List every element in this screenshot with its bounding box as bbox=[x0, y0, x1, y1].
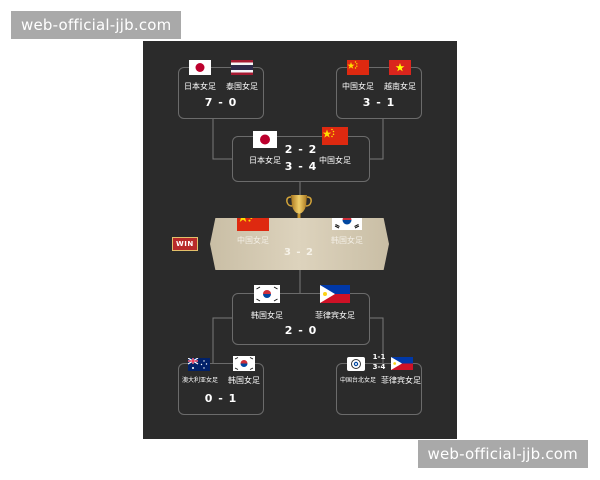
china-flag-icon bbox=[237, 218, 269, 231]
bracket-poster: 日本女足 泰国女足 7 - 0 中国女足 越南女足 3 - 1 日本女足 中国女… bbox=[143, 41, 457, 439]
team-name-home: 中国女足 bbox=[237, 236, 269, 245]
team-name-away: 菲律宾女足 bbox=[315, 311, 355, 320]
china-flag-icon bbox=[322, 127, 348, 145]
match-score: 7 - 0 bbox=[204, 96, 238, 109]
match-score: 3 - 1 bbox=[362, 96, 396, 109]
final-banner: 中国女足 韩国女足 3 - 2 bbox=[210, 218, 389, 270]
match-card-australia-korea: 澳大利亚女足 韩国女足 0 - 1 bbox=[178, 356, 264, 415]
chinese-taipei-flag-icon bbox=[347, 357, 365, 371]
team-name-home: 中国女足 bbox=[342, 82, 374, 91]
team-name-away: 韩国女足 bbox=[331, 236, 363, 245]
korea-flag-icon bbox=[332, 218, 362, 230]
final-score: 3 - 2 bbox=[283, 247, 315, 258]
match-card-japan-china: 日本女足 中国女足 2 - 2 3 - 4 bbox=[232, 127, 370, 182]
penalty-score: 3 - 4 bbox=[284, 160, 318, 173]
philippines-flag-icon bbox=[391, 357, 413, 370]
australia-flag-icon bbox=[188, 358, 210, 371]
china-flag-icon bbox=[347, 60, 369, 75]
win-badge: WIN bbox=[172, 237, 198, 251]
match-score: 2 - 2 bbox=[284, 143, 318, 156]
thailand-flag-icon bbox=[231, 60, 253, 75]
match-score: 2 - 0 bbox=[284, 324, 318, 337]
team-name-home: 日本女足 bbox=[249, 156, 281, 165]
japan-flag-icon bbox=[253, 131, 277, 148]
team-name-away: 韩国女足 bbox=[228, 376, 260, 385]
korea-flag-icon bbox=[254, 285, 280, 303]
team-name-away: 越南女足 bbox=[384, 82, 416, 91]
match-card-china-vietnam: 中国女足 越南女足 3 - 1 bbox=[336, 60, 422, 119]
team-name-away: 菲律宾女足 bbox=[381, 376, 421, 385]
philippines-flag-icon bbox=[320, 285, 350, 303]
match-score: 0 - 1 bbox=[204, 392, 238, 405]
team-name-away: 中国女足 bbox=[319, 156, 351, 165]
korea-flag-icon bbox=[233, 356, 255, 371]
match-score: 1-1 bbox=[372, 353, 386, 361]
team-name-away: 泰国女足 bbox=[226, 82, 258, 91]
team-name-home: 日本女足 bbox=[184, 82, 216, 91]
japan-flag-icon bbox=[189, 60, 211, 75]
penalty-score: 3-4 bbox=[372, 363, 386, 371]
match-card-japan-thailand: 日本女足 泰国女足 7 - 0 bbox=[178, 60, 264, 119]
vietnam-flag-icon bbox=[389, 60, 411, 75]
team-name-home: 中国台北女足 bbox=[339, 377, 377, 384]
team-name-home: 韩国女足 bbox=[251, 311, 283, 320]
watermark-top: web-official-jjb.com bbox=[11, 11, 182, 39]
match-card-taipei-philippines: 1-1 3-4 中国台北女足 菲律宾女足 bbox=[336, 353, 422, 415]
team-name-home: 澳大利亚女足 bbox=[181, 377, 219, 384]
watermark-bottom: web-official-jjb.com bbox=[417, 440, 588, 468]
match-card-korea-philippines: 韩国女足 菲律宾女足 2 - 0 bbox=[232, 285, 370, 345]
